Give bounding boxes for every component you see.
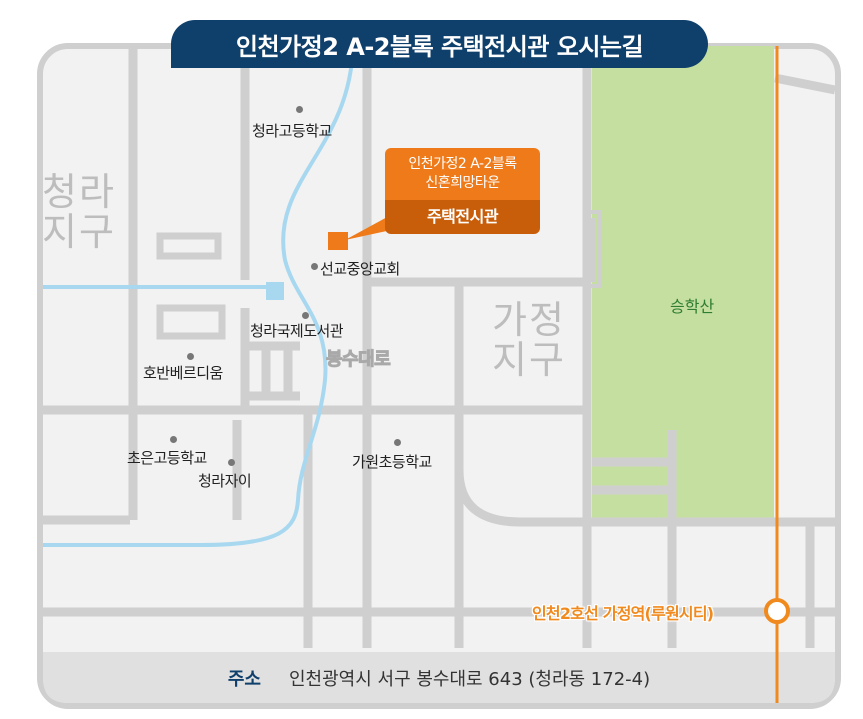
poi-dot — [394, 439, 401, 446]
address-bar: 주소 인천광역시 서구 봉수대로 643 (청라동 172-4) — [40, 650, 838, 705]
callout-line2: 신혼희망타운 — [425, 175, 500, 191]
poi-hoban: 호반베르디움 — [143, 364, 223, 382]
river-marker — [266, 282, 284, 300]
district-cheongna: 청라 지구 — [42, 170, 116, 254]
callout-line3: 주택전시관 — [385, 200, 540, 234]
page-title: 인천가정2 A-2블록 주택전시관 오시는길 — [171, 20, 708, 68]
poi-dot — [228, 459, 235, 466]
station-label: 인천2호선 가정역(루원시티) — [532, 604, 714, 623]
road-label-bongsu: 봉수대로 — [325, 349, 391, 371]
poi-seongyo-church: 선교중앙교회 — [320, 260, 400, 278]
poi-cheongna-xi: 청라자이 — [198, 472, 252, 490]
callout-line1: 인천가정2 A-2블록 — [408, 156, 517, 172]
poi-intl-library: 청라국제도서관 — [250, 322, 344, 340]
station-icon — [764, 598, 790, 624]
model-house-callout[interactable]: 인천가정2 A-2블록 신혼희망타운 주택전시관 — [385, 148, 540, 234]
poi-dot — [296, 106, 303, 113]
poi-gawon-elem: 가원초등학교 — [352, 453, 432, 471]
poi-dot — [187, 353, 194, 360]
address-key: 주소 — [227, 668, 261, 690]
poi-dot — [311, 263, 318, 270]
model-house-marker — [328, 232, 348, 250]
address-value: 인천광역시 서구 봉수대로 643 (청라동 172-4) — [288, 668, 651, 690]
district-gajeong: 가정 지구 — [492, 298, 566, 382]
road-network — [43, 46, 836, 648]
park-label: 승학산 — [670, 297, 715, 316]
poi-cheongna-high: 청라고등학교 — [252, 122, 332, 140]
address-strip-bg — [43, 652, 835, 703]
poi-dot — [302, 312, 309, 319]
river — [43, 45, 355, 547]
poi-dot — [170, 436, 177, 443]
poi-choeun-high: 초은고등학교 — [127, 449, 207, 467]
